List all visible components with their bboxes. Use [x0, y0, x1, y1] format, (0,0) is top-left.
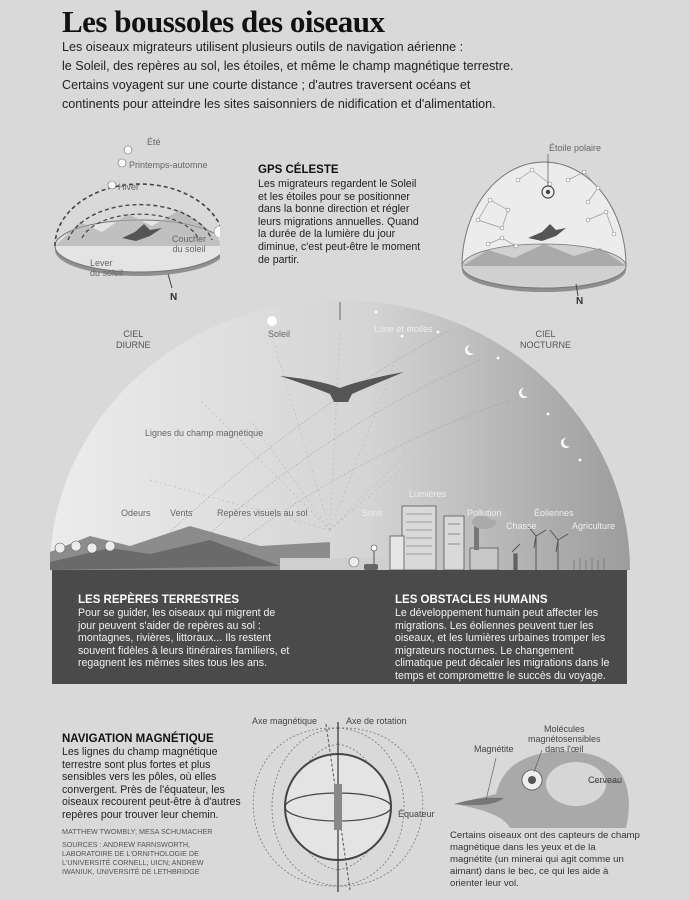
magnetic-heading: NAVIGATION MAGNÉTIQUE	[62, 733, 214, 745]
night-sky-diagram	[461, 154, 627, 297]
molecules-line: Molécules	[544, 724, 585, 734]
sunrise-line: du soleil	[90, 268, 124, 278]
eoliennes-label: Éoliennes	[534, 508, 574, 518]
bird-head-caption: Certains oiseaux ont des capteurs de cha…	[450, 830, 640, 889]
brain-label: Cerveau	[588, 775, 623, 785]
day-sky-label-line: DIURNE	[116, 340, 151, 350]
pollution-label: Pollution	[467, 508, 502, 518]
chasse-label: Chasse	[506, 521, 537, 531]
vents-label: Vents	[170, 508, 193, 518]
magnetite-label: Magnétite	[474, 744, 514, 754]
credits-sources: SOURCES : ANDREW FARNSWORTH, LABORATOIRE…	[62, 840, 204, 876]
page-title: Les boussoles des oiseaux	[62, 4, 385, 39]
sons-label: Sons	[362, 508, 383, 518]
day-sky-label-line: CIEL	[123, 329, 144, 339]
sunset-line: du soleil	[172, 244, 206, 254]
sun-label: Soleil	[268, 329, 291, 339]
night-north-label: N	[576, 296, 584, 307]
gps-body: Les migrateurs regardent le Soleil et le…	[258, 178, 421, 266]
magnetic-axis-label: Axe magnétique	[252, 716, 318, 726]
credits-authors: MATTHEW TWOMBLY; MESA SCHUMACHER	[62, 827, 213, 836]
obstacles-heading: LES OBSTACLES HUMAINS	[395, 594, 548, 606]
magnetic-lines-label: Lignes du champ magnétique	[145, 428, 264, 438]
sunrise-label: Lever du soleil	[90, 258, 123, 278]
sunset-line: Coucher	[172, 234, 207, 244]
molecules-line: magnétosensibles	[528, 734, 601, 744]
night-sky-label: CIEL NOCTURNE	[520, 329, 571, 351]
landmarks-heading: LES REPÈRES TERRESTRES	[78, 594, 240, 606]
odeurs-label: Odeurs	[121, 508, 151, 518]
molecules-label: Molécules magnétosensibles dans l'œil	[528, 724, 601, 754]
equator-label: Équateur	[398, 809, 435, 819]
night-sky-label-line: NOCTURNE	[520, 340, 571, 350]
visual-landmarks-label: Repères visuels au sol	[217, 508, 308, 518]
rotation-axis-label: Axe de rotation	[346, 716, 407, 726]
day-sky-label: CIEL DIURNE	[116, 329, 151, 351]
gps-heading: GPS CÉLESTE	[258, 164, 339, 176]
earth-magnetic-field-diagram	[252, 722, 424, 892]
day-north-label: N	[170, 292, 178, 303]
lumieres-label: Lumières	[409, 489, 447, 499]
intro-text: Les oiseaux migrateurs utilisent plusieu…	[62, 38, 642, 114]
intro-line: le Soleil, des repères au sol, les étoil…	[62, 59, 514, 73]
sun-label-printemps: Printemps-automne	[129, 160, 208, 170]
main-scene	[50, 300, 630, 571]
ground-band	[52, 570, 627, 684]
bird-head-diagram	[454, 749, 629, 828]
molecules-line: dans l'œil	[545, 744, 584, 754]
moon-stars-label: Lune et étoiles	[374, 324, 433, 334]
day-sky-diagram	[54, 145, 220, 289]
landmarks-body: Pour se guider, les oiseaux qui migrent …	[78, 607, 290, 670]
agriculture-label: Agriculture	[572, 521, 616, 531]
intro-line: continents pour atteindre les sites sais…	[62, 97, 496, 111]
sunset-label: Coucher du soleil	[172, 234, 206, 254]
intro-line: Les oiseaux migrateurs utilisent plusieu…	[62, 40, 464, 54]
polaris-label: Étoile polaire	[549, 143, 602, 153]
magnetic-body: Les lignes du champ magnétique terrestre…	[62, 746, 241, 821]
sun-label-ete: Été	[147, 137, 161, 147]
intro-line: Certains voyagent sur une courte distanc…	[62, 78, 471, 92]
sunrise-line: Lever	[90, 258, 113, 268]
obstacles-body: Le développement humain peut affecter le…	[395, 607, 610, 682]
sun-label-hiver: Hiver	[118, 182, 140, 192]
night-sky-label-line: CIEL	[535, 329, 556, 339]
